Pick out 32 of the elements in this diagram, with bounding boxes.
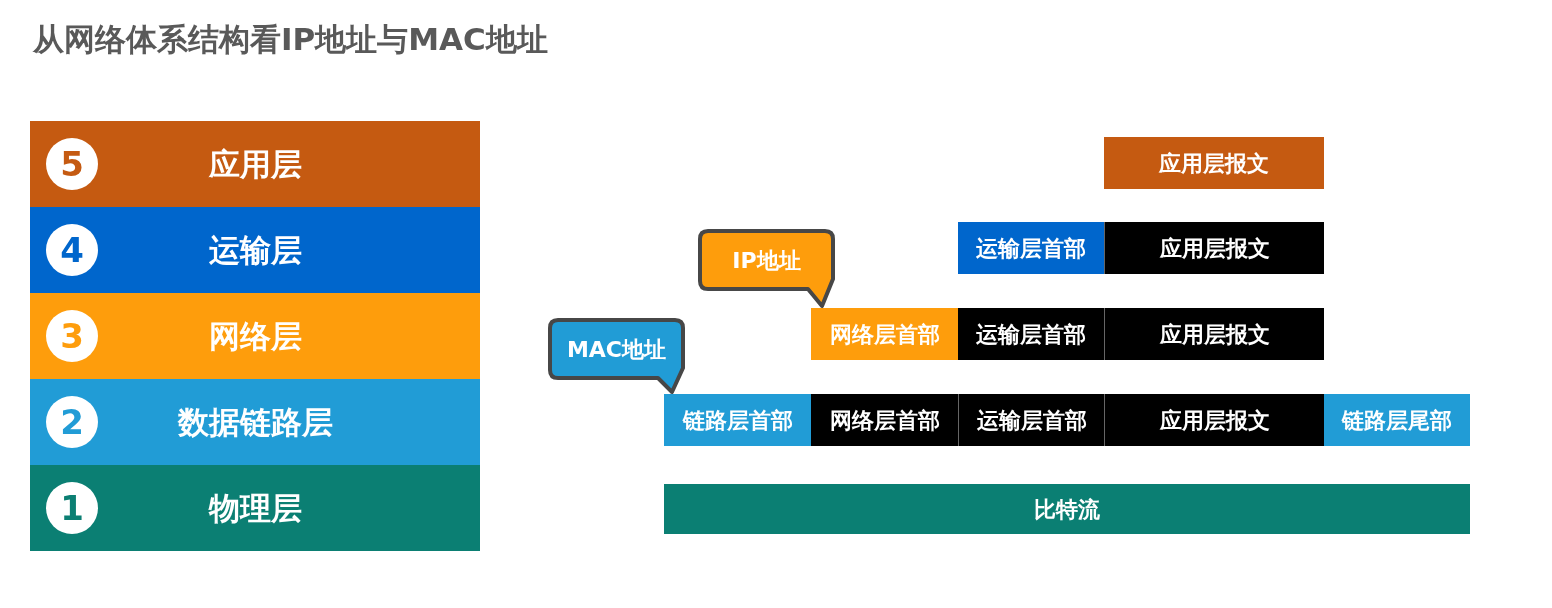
payload-field: 应用层报文 xyxy=(1104,308,1324,360)
layer-name: 数据链路层 xyxy=(176,402,334,442)
header-field: 链路层首部 xyxy=(664,394,811,446)
layer-number: 1 xyxy=(46,482,98,534)
layer-name: 运输层 xyxy=(207,230,303,270)
layer-name: 网络层 xyxy=(207,316,303,356)
header-field: 网络层首部 xyxy=(811,394,958,446)
layer-number: 4 xyxy=(46,224,98,276)
layer-name: 应用层 xyxy=(207,144,303,184)
layer-bar xyxy=(30,121,480,207)
layer-bar xyxy=(30,207,480,293)
layer-bar xyxy=(30,379,480,465)
header-field: 运输层首部 xyxy=(958,394,1104,446)
trailer-field: 链路层尾部 xyxy=(1324,394,1470,446)
layer-number: 5 xyxy=(46,138,98,190)
callout-bubble xyxy=(548,318,685,394)
payload-field: 应用层报文 xyxy=(1104,137,1324,189)
callout-bubble xyxy=(698,229,835,308)
layer-number: 2 xyxy=(46,396,98,448)
header-field: 网络层首部 xyxy=(811,308,958,360)
header-field: 运输层首部 xyxy=(958,222,1104,274)
callout-text: MAC地址 xyxy=(565,335,668,364)
layer-bar xyxy=(30,465,480,551)
layer-name: 物理层 xyxy=(207,488,303,528)
layer-number: 3 xyxy=(46,310,98,362)
payload-field: 应用层报文 xyxy=(1104,222,1324,274)
payload-field: 应用层报文 xyxy=(1104,394,1324,446)
header-field: 运输层首部 xyxy=(958,308,1104,360)
callout-text: IP地址 xyxy=(731,246,802,275)
bitstream-bar: 比特流 xyxy=(664,484,1470,534)
title: 从网络体系结构看IP地址与MAC地址 xyxy=(33,20,548,59)
layer-bar xyxy=(30,293,480,379)
